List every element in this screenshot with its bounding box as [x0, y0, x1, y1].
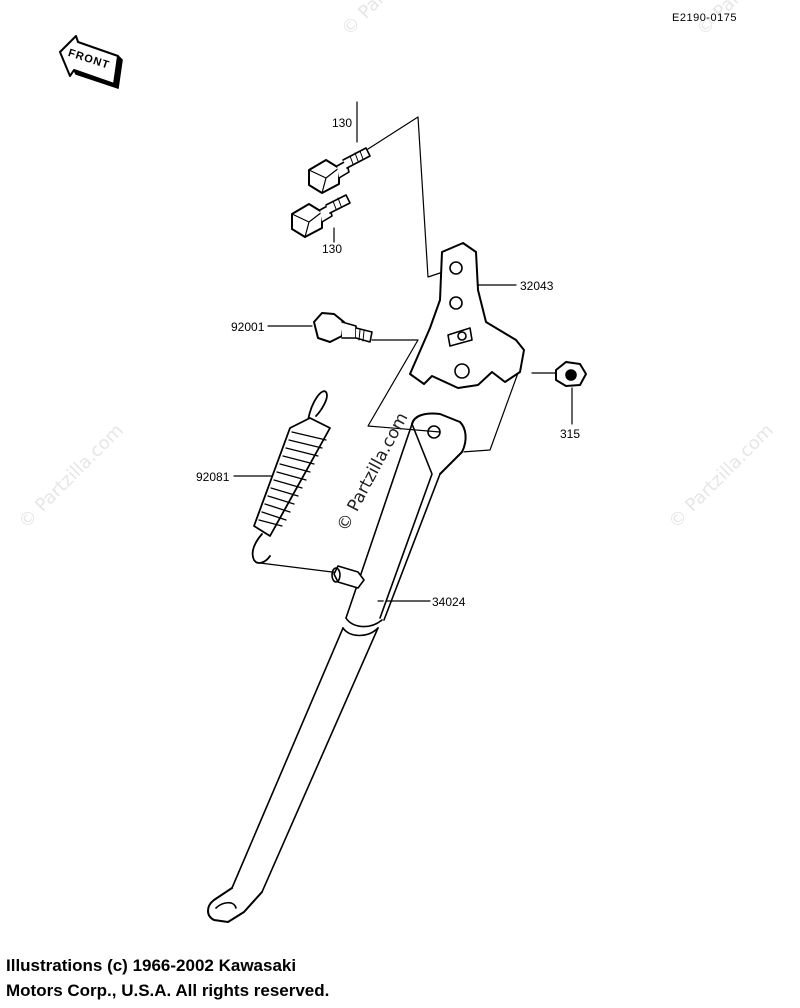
leader-lines	[233, 101, 573, 602]
copyright-line-2: Motors Corp., U.S.A. All rights reserved…	[6, 981, 330, 1000]
nut-315	[555, 361, 587, 387]
copyright-notice: Illustrations (c) 1966-2002 Kawasaki Mot…	[6, 953, 329, 1003]
part-label-92081: 92081	[196, 470, 230, 484]
bolt-130-upper	[308, 147, 371, 194]
bolt-130-lower	[291, 194, 351, 238]
part-label-130-lower: 130	[322, 242, 343, 256]
part-label-32043: 32043	[520, 279, 554, 293]
part-label-92001: 92001	[231, 320, 265, 334]
part-label-34024: 34024	[432, 595, 466, 609]
bracket-32043	[409, 242, 525, 389]
diagram-reference-code: E2190-0175	[672, 12, 737, 24]
part-label-130-upper: 130	[332, 116, 353, 130]
front-arrow-icon	[59, 35, 123, 89]
pivot-bolt-92001	[313, 312, 373, 343]
spring-92081	[251, 390, 331, 564]
copyright-line-1: Illustrations (c) 1966-2002 Kawasaki	[6, 956, 297, 975]
part-label-315: 315	[560, 427, 581, 441]
side-stand-34024	[206, 412, 470, 923]
